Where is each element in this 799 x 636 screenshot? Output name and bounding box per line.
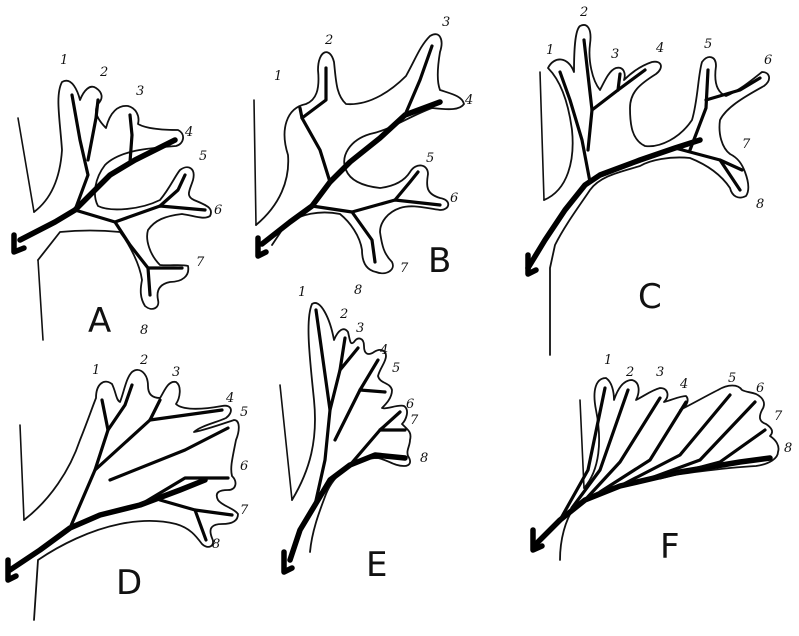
panel-e: 1 2 3 4 5 6 7 8 E bbox=[280, 285, 428, 585]
panel-c-label: C bbox=[638, 277, 662, 317]
panel-c-lobe-4: 4 bbox=[655, 41, 664, 56]
panel-f-lobe-2: 2 bbox=[625, 365, 634, 380]
panel-e-branch-4 bbox=[335, 360, 378, 440]
panel-e-lobe-4: 4 bbox=[379, 343, 388, 358]
panel-d-branch-5 bbox=[110, 428, 228, 480]
panel-e-main-vein bbox=[290, 455, 405, 560]
panel-b-lobe-8: 8 bbox=[354, 283, 362, 298]
panel-a-branch-lower bbox=[75, 210, 150, 295]
panel-c-lobe-1: 1 bbox=[546, 43, 554, 58]
panel-e-branch-1 bbox=[315, 310, 330, 505]
panel-f-lobe-4: 4 bbox=[679, 377, 688, 392]
panel-d-left-wall bbox=[20, 425, 24, 520]
panel-f-lobe-6: 6 bbox=[756, 381, 764, 396]
panel-f-lobe-8: 8 bbox=[784, 441, 792, 456]
panel-e-left-wall bbox=[280, 385, 292, 500]
panel-b-branch-1 bbox=[300, 108, 330, 182]
panel-a-lobe-3: 3 bbox=[136, 84, 144, 99]
panel-a-branch-1 bbox=[72, 95, 88, 210]
panel-f-lobe-5: 5 bbox=[728, 371, 736, 386]
panel-a-stem-wall bbox=[38, 260, 43, 340]
panel-e-branch-5 bbox=[360, 390, 385, 392]
panel-a-branch-3 bbox=[130, 115, 132, 162]
panel-d-lobe-7: 7 bbox=[240, 503, 249, 518]
panel-c-left-wall bbox=[540, 72, 544, 200]
panel-a: 1 2 3 4 5 6 7 8 A bbox=[14, 53, 222, 341]
panel-c-lobe-6: 6 bbox=[764, 53, 772, 68]
panel-e-lobe-7: 7 bbox=[410, 413, 419, 428]
panel-f-left-wall bbox=[580, 400, 584, 488]
panel-a-branch-5 bbox=[160, 175, 185, 206]
panel-b-branch-lower bbox=[312, 206, 375, 262]
panel-b-left-wall bbox=[254, 100, 256, 225]
panel-e-lobe-5: 5 bbox=[392, 361, 400, 376]
panel-c-lobe-5: 5 bbox=[704, 37, 712, 52]
panel-c-branch-3 bbox=[618, 74, 620, 90]
panel-d-main-vein bbox=[10, 480, 205, 570]
panel-f-lobe-1: 1 bbox=[604, 353, 612, 368]
panel-c-lobe-2: 2 bbox=[579, 5, 588, 20]
panel-b-lobe-4: 4 bbox=[464, 93, 473, 108]
panel-b-lobe-3: 3 bbox=[442, 15, 450, 30]
panel-c-lobe-7: 7 bbox=[742, 137, 751, 152]
panel-a-label: A bbox=[88, 301, 111, 341]
panel-b: 1 2 3 4 5 6 7 8 B bbox=[254, 15, 473, 298]
panel-a-left-wall bbox=[18, 118, 34, 212]
panel-b-lobe-7: 7 bbox=[400, 261, 409, 276]
panel-f-lobe-7: 7 bbox=[774, 409, 783, 424]
panel-e-branch-2 bbox=[330, 338, 345, 410]
panel-a-lobe-1: 1 bbox=[60, 53, 68, 68]
panel-d-branch-4 bbox=[150, 410, 222, 420]
panel-d-lobe-5: 5 bbox=[240, 405, 248, 420]
panel-d-lobe-4: 4 bbox=[225, 391, 234, 406]
panel-a-lobe-6: 6 bbox=[214, 203, 222, 218]
panel-e-lobe-1: 1 bbox=[298, 285, 306, 300]
panel-c-lobe-3: 3 bbox=[611, 47, 619, 62]
panel-d-label: D bbox=[116, 563, 142, 603]
panel-a-lobe-5: 5 bbox=[199, 149, 207, 164]
panel-d-lobe-8: 8 bbox=[212, 537, 220, 552]
panel-a-branch-2 bbox=[88, 100, 98, 160]
panel-c-lobe-8: 8 bbox=[756, 197, 764, 212]
panel-e-lobe-8: 8 bbox=[420, 451, 428, 466]
panel-b-lobe-2: 2 bbox=[324, 33, 333, 48]
panel-f-lobe-3: 3 bbox=[656, 365, 664, 380]
panel-b-label: B bbox=[428, 241, 451, 281]
panel-f-label: F bbox=[660, 527, 680, 567]
panel-f: 1 2 3 4 5 6 7 8 F bbox=[533, 353, 792, 567]
panel-a-lobe-8: 8 bbox=[140, 323, 148, 338]
panel-a-outline bbox=[34, 81, 211, 309]
panel-c-branch-2 bbox=[584, 40, 592, 150]
panel-b-lobe-5: 5 bbox=[426, 151, 434, 166]
panel-d-lobe-1: 1 bbox=[92, 363, 100, 378]
panel-d: 1 2 3 4 5 6 7 8 D bbox=[8, 353, 249, 620]
panel-b-lobe-6: 6 bbox=[450, 191, 458, 206]
panel-a-lobe-2: 2 bbox=[99, 65, 108, 80]
panel-b-lobe-1: 1 bbox=[274, 69, 282, 84]
panel-e-label: E bbox=[366, 545, 387, 585]
panel-a-lobe-7: 7 bbox=[196, 255, 205, 270]
panel-a-lobe-4: 4 bbox=[184, 125, 193, 140]
panel-d-branch-2 bbox=[108, 385, 132, 430]
panel-b-main-vein bbox=[262, 102, 440, 244]
panel-c-branch-1 bbox=[560, 72, 590, 182]
panel-d-lobe-6: 6 bbox=[240, 459, 248, 474]
panel-b-branch-2 bbox=[302, 68, 326, 118]
panel-e-lobe-6: 6 bbox=[406, 397, 414, 412]
panel-c-branch-6 bbox=[706, 78, 760, 100]
panel-d-branch-8 bbox=[195, 510, 206, 540]
panel-d-lobe-3: 3 bbox=[172, 365, 180, 380]
panel-e-lobe-3: 3 bbox=[356, 321, 364, 336]
panel-e-lobe-2: 2 bbox=[339, 307, 348, 322]
panel-d-lobe-2: 2 bbox=[139, 353, 148, 368]
panel-c: 1 2 3 4 5 6 7 8 C bbox=[528, 5, 772, 355]
